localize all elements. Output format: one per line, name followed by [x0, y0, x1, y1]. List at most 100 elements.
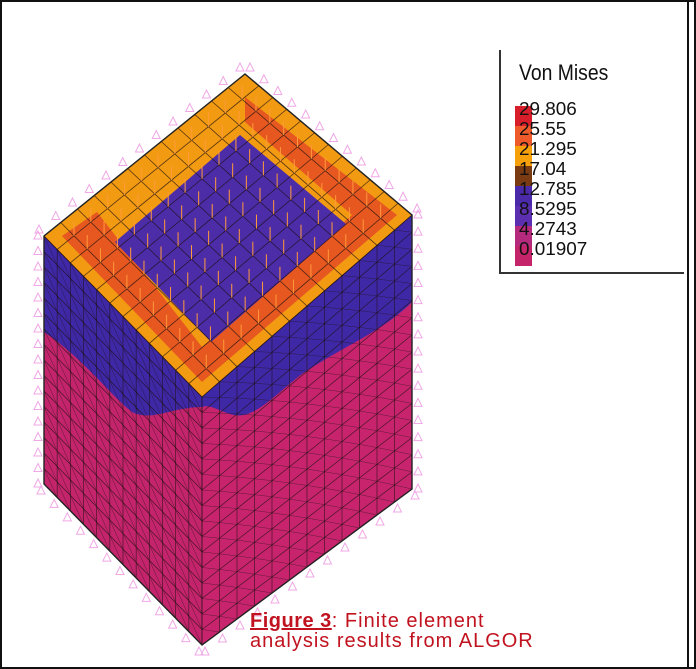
support-marker	[342, 144, 353, 154]
mesh-diagonal	[175, 587, 190, 617]
support-marker	[33, 369, 43, 379]
mesh-diagonal	[162, 372, 176, 402]
mesh-diagonal	[109, 303, 124, 333]
mesh-diagonal	[83, 477, 97, 507]
legend-swatches	[515, 106, 532, 266]
support-marker	[194, 645, 204, 656]
mesh-diagonal	[96, 351, 111, 381]
support-marker	[413, 260, 423, 270]
mesh-diagonal	[254, 414, 273, 417]
mesh-diagonal	[289, 353, 308, 356]
mesh-diagonal	[149, 560, 163, 590]
mesh-diagonal	[83, 276, 97, 306]
mesh-diagonal	[289, 531, 308, 535]
mesh-diagonal	[135, 376, 150, 406]
mesh-diagonal	[376, 481, 395, 486]
mesh-diagonal	[149, 513, 163, 543]
legend-swatch	[515, 206, 532, 226]
mesh-diagonal	[135, 500, 150, 530]
support-marker	[117, 156, 128, 166]
support-marker	[413, 363, 423, 373]
mesh-diagonal	[306, 485, 325, 489]
mesh-diagonal	[56, 404, 71, 434]
mesh-diagonal	[341, 408, 360, 412]
mesh-diagonal	[122, 409, 137, 439]
mesh-diagonal	[56, 419, 71, 449]
mesh-diagonal	[324, 323, 343, 326]
mesh-diagonal	[236, 366, 255, 368]
mesh-diagonal	[236, 445, 255, 448]
support-marker	[33, 322, 43, 333]
mesh-diagonal	[175, 556, 190, 586]
mesh-diagonal	[324, 372, 343, 376]
mesh-diagonal	[122, 393, 137, 423]
legend-value: 0.01907	[519, 239, 588, 259]
mesh-diagonal	[254, 462, 273, 465]
mesh-diagonal	[70, 293, 84, 323]
mesh-diagonal	[135, 546, 150, 576]
mesh-diagonal	[376, 329, 395, 333]
mesh-diagonal	[109, 427, 124, 457]
support-marker	[413, 397, 423, 407]
mesh-diagonal	[83, 400, 97, 430]
mesh-diagonal	[188, 492, 203, 522]
mesh-diagonal	[254, 478, 273, 481]
mesh-diagonal	[188, 523, 203, 553]
mesh-diagonal	[70, 278, 84, 308]
mesh-diagonal	[394, 450, 413, 455]
support-marker	[300, 108, 311, 119]
mesh-diagonal	[149, 498, 163, 528]
mesh-diagonal	[56, 249, 71, 279]
mesh-diagonal	[188, 476, 203, 506]
mesh-diagonal	[109, 380, 124, 410]
support-marker	[101, 169, 111, 180]
legend-title: Von Mises	[519, 60, 609, 85]
legend-value: 8.5295	[519, 199, 577, 219]
mesh-diagonal	[83, 415, 97, 445]
mesh-diagonal	[56, 450, 71, 480]
mesh-diagonal	[135, 453, 150, 483]
mesh-diagonal	[236, 587, 255, 591]
mesh-diagonal	[271, 336, 290, 338]
mesh-diagonal	[122, 502, 137, 532]
support-marker	[413, 311, 423, 322]
mesh-diagonal	[96, 305, 111, 335]
support-marker	[235, 619, 245, 630]
support-marker	[413, 277, 423, 287]
mesh-diagonal	[43, 375, 58, 405]
mesh-diagonal	[122, 347, 137, 377]
mesh-diagonal	[56, 264, 71, 294]
mesh-diagonal	[306, 534, 325, 538]
model-outline	[43, 73, 413, 646]
mesh-diagonal	[56, 435, 71, 465]
support-marker	[33, 245, 43, 255]
mesh-diagonal	[149, 343, 163, 373]
mesh-diagonal	[359, 310, 378, 313]
mesh-diagonal	[324, 389, 343, 392]
support-marker	[33, 431, 43, 441]
legend-swatch	[515, 146, 532, 166]
support-marker	[67, 196, 78, 207]
mesh-diagonal	[236, 398, 255, 400]
mesh-diagonal	[306, 419, 325, 423]
mesh-diagonal	[135, 531, 150, 561]
support-marker	[33, 338, 43, 348]
mesh-diagonal	[162, 418, 176, 448]
mesh-diagonal	[289, 563, 308, 568]
mesh-diagonal	[56, 373, 71, 403]
mesh-diagonal	[83, 431, 97, 461]
legend-swatch	[515, 246, 532, 266]
mesh-diagonal	[376, 261, 395, 265]
mesh-diagonal	[306, 322, 325, 324]
mesh-diagonal	[324, 422, 343, 426]
mesh-diagonal	[306, 550, 325, 555]
mesh-diagonal	[96, 475, 111, 505]
mesh-diagonal	[376, 245, 395, 248]
mesh-diagonal	[236, 461, 255, 464]
mesh-diagonal	[201, 489, 220, 492]
mesh-diagonal	[394, 433, 413, 438]
mesh-diagonal	[188, 616, 203, 646]
mesh-diagonal	[306, 517, 325, 522]
support-marker	[181, 632, 191, 643]
mesh-diagonal	[359, 343, 378, 347]
